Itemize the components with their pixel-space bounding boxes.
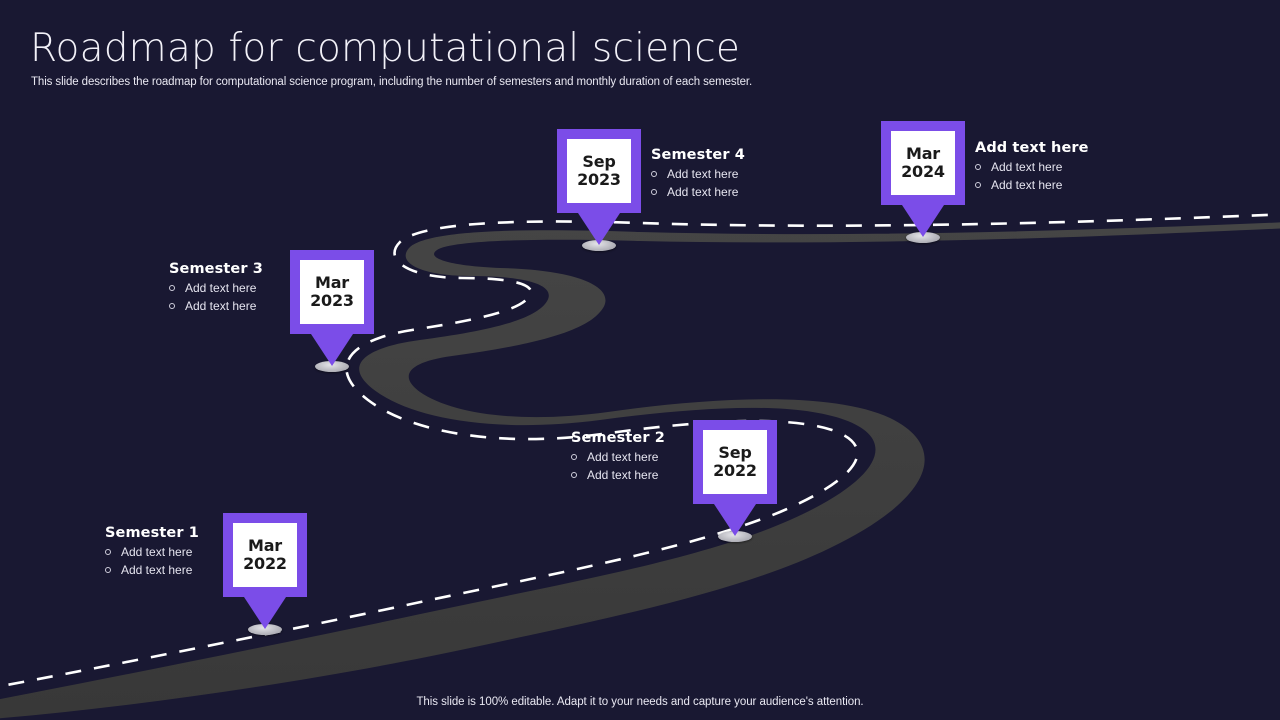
milestone-marker-semester-2[interactable]: Sep 2022 <box>693 420 777 542</box>
bullet-circle-icon <box>105 567 111 573</box>
page-title: Roadmap for computational science <box>30 26 741 71</box>
marker-pointer-icon <box>714 504 756 536</box>
marker-base-ellipse <box>718 531 752 542</box>
marker-pointer-icon <box>311 334 353 366</box>
milestone-item-text: Add text here <box>121 545 193 559</box>
milestone-text-semester-3: Semester 3 Add text here Add text here <box>169 261 263 313</box>
marker-year: 2023 <box>310 291 354 310</box>
marker-month: Mar <box>905 144 940 164</box>
milestone-item-text: Add text here <box>121 563 193 577</box>
milestone-marker-5[interactable]: Mar 2024 <box>881 121 965 243</box>
milestone-heading: Semester 2 <box>571 430 665 446</box>
marker-year: 2022 <box>713 461 757 480</box>
milestone-item-text: Add text here <box>667 167 739 181</box>
bullet-circle-icon <box>169 285 175 291</box>
milestone-item-text: Add text here <box>185 299 257 313</box>
bullet-circle-icon <box>169 303 175 309</box>
marker-label: Mar 2023 <box>300 260 364 324</box>
milestone-list-item: Add text here <box>105 563 199 577</box>
milestone-item-text: Add text here <box>667 185 739 199</box>
milestone-text-semester-4: Semester 4 Add text here Add text here <box>651 147 745 199</box>
marker-year: 2023 <box>577 170 621 189</box>
marker-base-ellipse <box>582 240 616 251</box>
milestone-text-semester-1: Semester 1 Add text here Add text here <box>105 525 199 577</box>
milestone-text-5: Add text here Add text here Add text her… <box>975 140 1089 192</box>
marker-box: Sep 2023 <box>557 129 641 213</box>
milestone-marker-semester-4[interactable]: Sep 2023 <box>557 129 641 251</box>
milestone-list-item: Add text here <box>651 185 745 199</box>
milestone-item-text: Add text here <box>991 178 1063 192</box>
road-center-dashes <box>0 213 1280 688</box>
bullet-circle-icon <box>975 182 981 188</box>
milestone-list-item: Add text here <box>975 178 1089 192</box>
milestone-text-semester-2: Semester 2 Add text here Add text here <box>571 430 665 482</box>
bullet-circle-icon <box>651 171 657 177</box>
marker-month: Mar <box>314 273 349 293</box>
marker-label: Sep 2022 <box>703 430 767 494</box>
page-subtitle: This slide describes the roadmap for com… <box>31 76 753 88</box>
marker-box: Mar 2023 <box>290 250 374 334</box>
marker-label: Mar 2022 <box>233 523 297 587</box>
milestone-list-item: Add text here <box>169 299 263 313</box>
milestone-list-item: Add text here <box>571 468 665 482</box>
marker-year: 2024 <box>901 162 945 181</box>
marker-pointer-icon <box>902 205 944 237</box>
marker-base-ellipse <box>906 232 940 243</box>
marker-base-ellipse <box>248 624 282 635</box>
milestone-list-item: Add text here <box>571 450 665 464</box>
bullet-circle-icon <box>105 549 111 555</box>
milestone-list-item: Add text here <box>651 167 745 181</box>
marker-month: Sep <box>582 152 616 172</box>
milestone-heading: Semester 3 <box>169 261 263 277</box>
marker-pointer-icon <box>578 213 620 245</box>
bullet-circle-icon <box>651 189 657 195</box>
milestone-heading: Add text here <box>975 140 1089 156</box>
marker-box: Mar 2024 <box>881 121 965 205</box>
milestone-list-item: Add text here <box>105 545 199 559</box>
milestone-item-text: Add text here <box>991 160 1063 174</box>
marker-pointer-icon <box>244 597 286 629</box>
milestone-item-text: Add text here <box>587 450 659 464</box>
bullet-circle-icon <box>975 164 981 170</box>
milestone-marker-semester-3[interactable]: Mar 2023 <box>290 250 374 372</box>
milestone-heading: Semester 1 <box>105 525 199 541</box>
marker-base-ellipse <box>315 361 349 372</box>
marker-label: Sep 2023 <box>567 139 631 203</box>
marker-box: Mar 2022 <box>223 513 307 597</box>
bullet-circle-icon <box>571 472 577 478</box>
milestone-marker-semester-1[interactable]: Mar 2022 <box>223 513 307 635</box>
milestone-item-text: Add text here <box>185 281 257 295</box>
footer-note: This slide is 100% editable. Adapt it to… <box>416 696 864 708</box>
marker-month: Sep <box>718 443 752 463</box>
marker-month: Mar <box>247 536 282 556</box>
marker-year: 2022 <box>243 554 287 573</box>
marker-box: Sep 2022 <box>693 420 777 504</box>
marker-label: Mar 2024 <box>891 131 955 195</box>
milestone-list-item: Add text here <box>975 160 1089 174</box>
bullet-circle-icon <box>571 454 577 460</box>
milestone-list-item: Add text here <box>169 281 263 295</box>
milestone-heading: Semester 4 <box>651 147 745 163</box>
milestone-item-text: Add text here <box>587 468 659 482</box>
